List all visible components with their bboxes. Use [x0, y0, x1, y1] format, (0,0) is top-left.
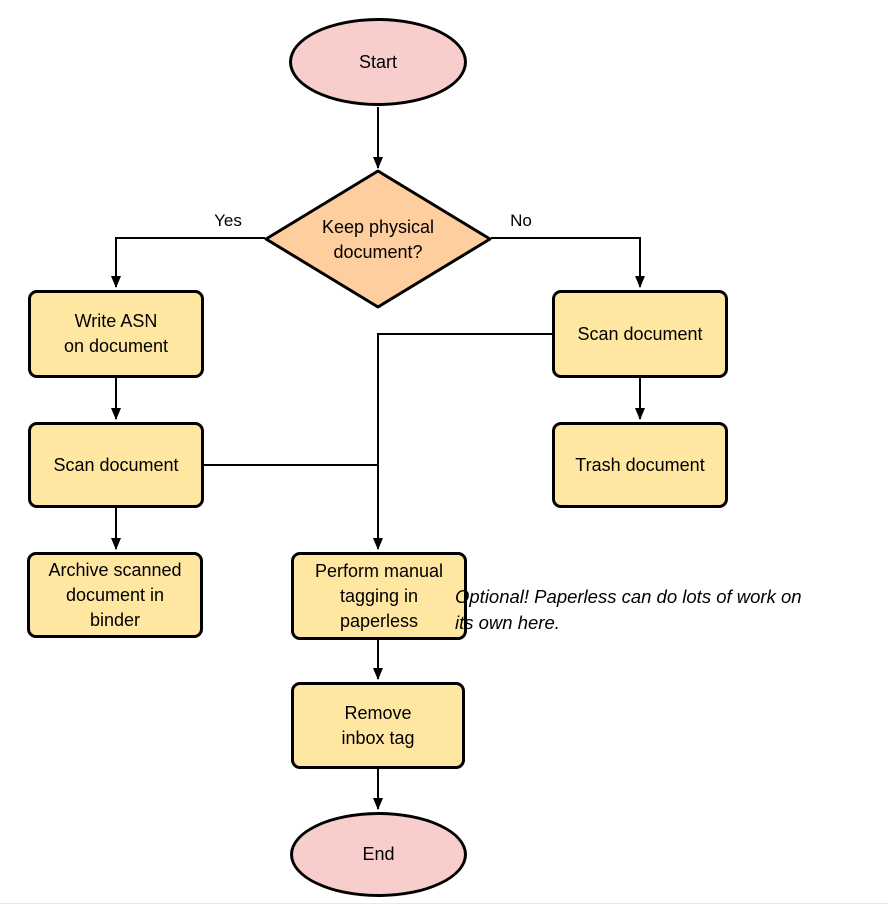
- edge-decision-no-to-scan-right: [491, 237, 645, 288]
- bottom-divider: [0, 903, 888, 904]
- node-scan-document-right-label: Scan document: [577, 323, 703, 344]
- node-archive: Archive scanned document in binder: [27, 552, 203, 638]
- node-tagging: Perform manual tagging in paperless: [291, 552, 467, 640]
- node-decision-shape: [264, 169, 492, 309]
- node-write-asn-label: Write ASN on document: [63, 311, 169, 356]
- edge-decision-yes-to-write-asn: [111, 237, 265, 288]
- optional-note: Optional! Paperless can do lots of work …: [455, 586, 802, 633]
- node-write-asn: Write ASN on document: [28, 290, 204, 378]
- node-trash-document-label: Trash document: [575, 454, 705, 475]
- node-scan-document-left: Scan document: [28, 422, 204, 508]
- node-start: Start: [289, 18, 467, 106]
- node-tagging-label: Perform manual tagging in paperless: [314, 560, 444, 631]
- node-end: End: [290, 812, 467, 897]
- edge-label-yes: Yes: [214, 211, 242, 230]
- node-trash-document: Trash document: [552, 422, 728, 508]
- edge-scan-right-to-tagging: [373, 333, 552, 550]
- node-decision-label: Keep physical document?: [321, 217, 435, 262]
- node-archive-label: Archive scanned document in binder: [48, 559, 182, 630]
- node-remove-inbox-tag: Remove inbox tag: [291, 682, 465, 769]
- node-end-label: End: [362, 844, 395, 864]
- edge-label-no: No: [510, 211, 532, 230]
- node-scan-document-right: Scan document: [552, 290, 728, 378]
- node-scan-document-left-label: Scan document: [53, 454, 179, 475]
- node-remove-inbox-tag-label: Remove inbox tag: [341, 702, 415, 748]
- node-start-label: Start: [358, 51, 397, 72]
